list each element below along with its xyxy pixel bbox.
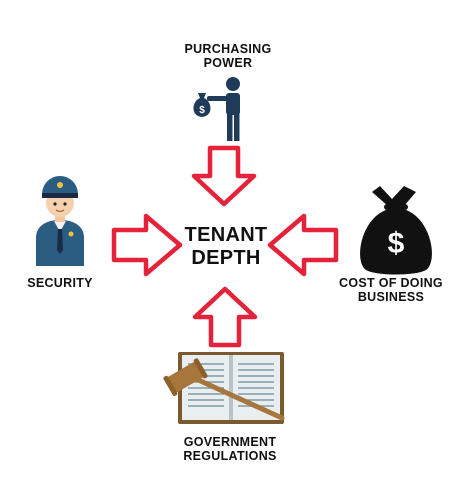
security-guard-icon (36, 176, 84, 266)
center-label-line1: TENANT (184, 224, 268, 246)
government-regulations-label: GOVERNMENT REGULATIONS (160, 435, 300, 464)
svg-text:$: $ (199, 105, 205, 116)
purchasing-power-label: PURCHASING POWER (168, 42, 288, 71)
cost-line1: COST OF DOING (339, 276, 443, 290)
cost-line2: BUSINESS (357, 290, 425, 305)
person-holding-money-bag-icon: $ (193, 77, 240, 141)
center-label-line2: DEPTH (191, 247, 261, 269)
government-line2: REGULATIONS (183, 449, 277, 464)
book-and-gavel-icon (163, 352, 285, 424)
center-label: TENANT DEPTH (176, 224, 276, 270)
money-bag-icon: $ (360, 186, 432, 275)
government-line1: GOVERNMENT (183, 435, 277, 449)
svg-text:$: $ (388, 227, 405, 260)
purchasing-power-line1: PURCHASING (184, 42, 272, 56)
arrow-left (267, 213, 339, 277)
security-line1: SECURITY (27, 276, 93, 290)
cost-of-doing-business-label: COST OF DOING BUSINESS (330, 276, 452, 305)
security-label: SECURITY (14, 276, 106, 290)
purchasing-power-line2: POWER (203, 56, 253, 71)
arrow-down (191, 145, 257, 207)
arrow-up (192, 286, 258, 348)
arrow-right (111, 213, 183, 277)
